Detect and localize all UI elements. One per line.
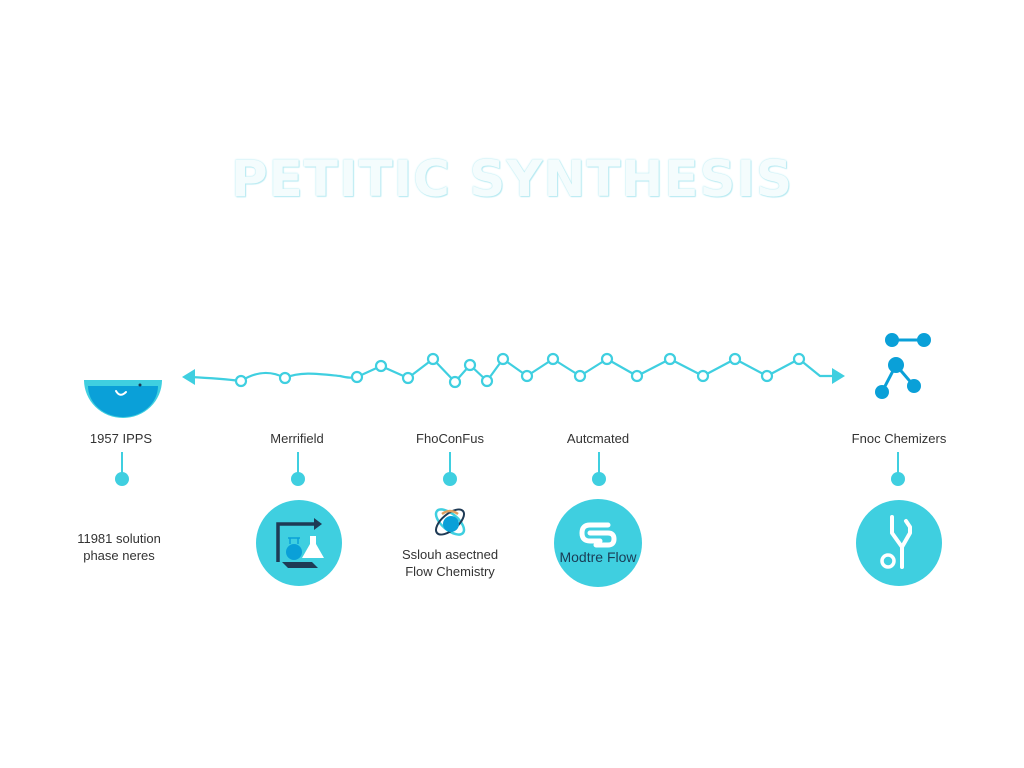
page-title: PETITIC SYNTHESIS: [230, 150, 794, 208]
milestone-1-label: 1957 IPPS: [89, 431, 153, 446]
milestone-5-label: Fnoc Chemizers: [851, 431, 947, 446]
milestone-3-description: Sslouh asectned Flow Chemistry: [401, 547, 499, 579]
milestone-5-dot: [891, 472, 905, 486]
arrow-right-icon: [832, 368, 845, 384]
milestone-1-description: 11981 solution phase neres: [77, 531, 161, 563]
milestone-3-stem: [449, 452, 451, 476]
bowl-icon: [84, 380, 162, 418]
milestone-1-dot: [115, 472, 129, 486]
atom-icon: [434, 508, 466, 536]
pipe-flow-icon: [579, 522, 617, 548]
milestone-2-label: Merrifield: [270, 431, 324, 446]
milestone-4-dot: [592, 472, 606, 486]
monitor-flask-icon: [276, 518, 324, 568]
milestone-4-label: Autcmated: [566, 431, 630, 446]
tuning-fork-icon: [880, 515, 912, 569]
milestone-4-circle: Modtre Flow: [554, 499, 642, 587]
milestone-4-stem: [598, 452, 600, 476]
milestone-2-dot: [291, 472, 305, 486]
milestone-5-circle: [856, 500, 942, 586]
milestone-3-dot: [443, 472, 457, 486]
molecule-icon: [875, 333, 931, 399]
milestone-1-stem: [121, 452, 123, 476]
milestone-4-circle-text: Modtre Flow: [559, 549, 637, 565]
milestone-5-stem: [897, 452, 899, 476]
milestone-3-label: FhoConFus: [416, 431, 484, 446]
arrow-left-icon: [182, 369, 195, 385]
milestone-2-stem: [297, 452, 299, 476]
milestone-2-circle: [256, 500, 342, 586]
